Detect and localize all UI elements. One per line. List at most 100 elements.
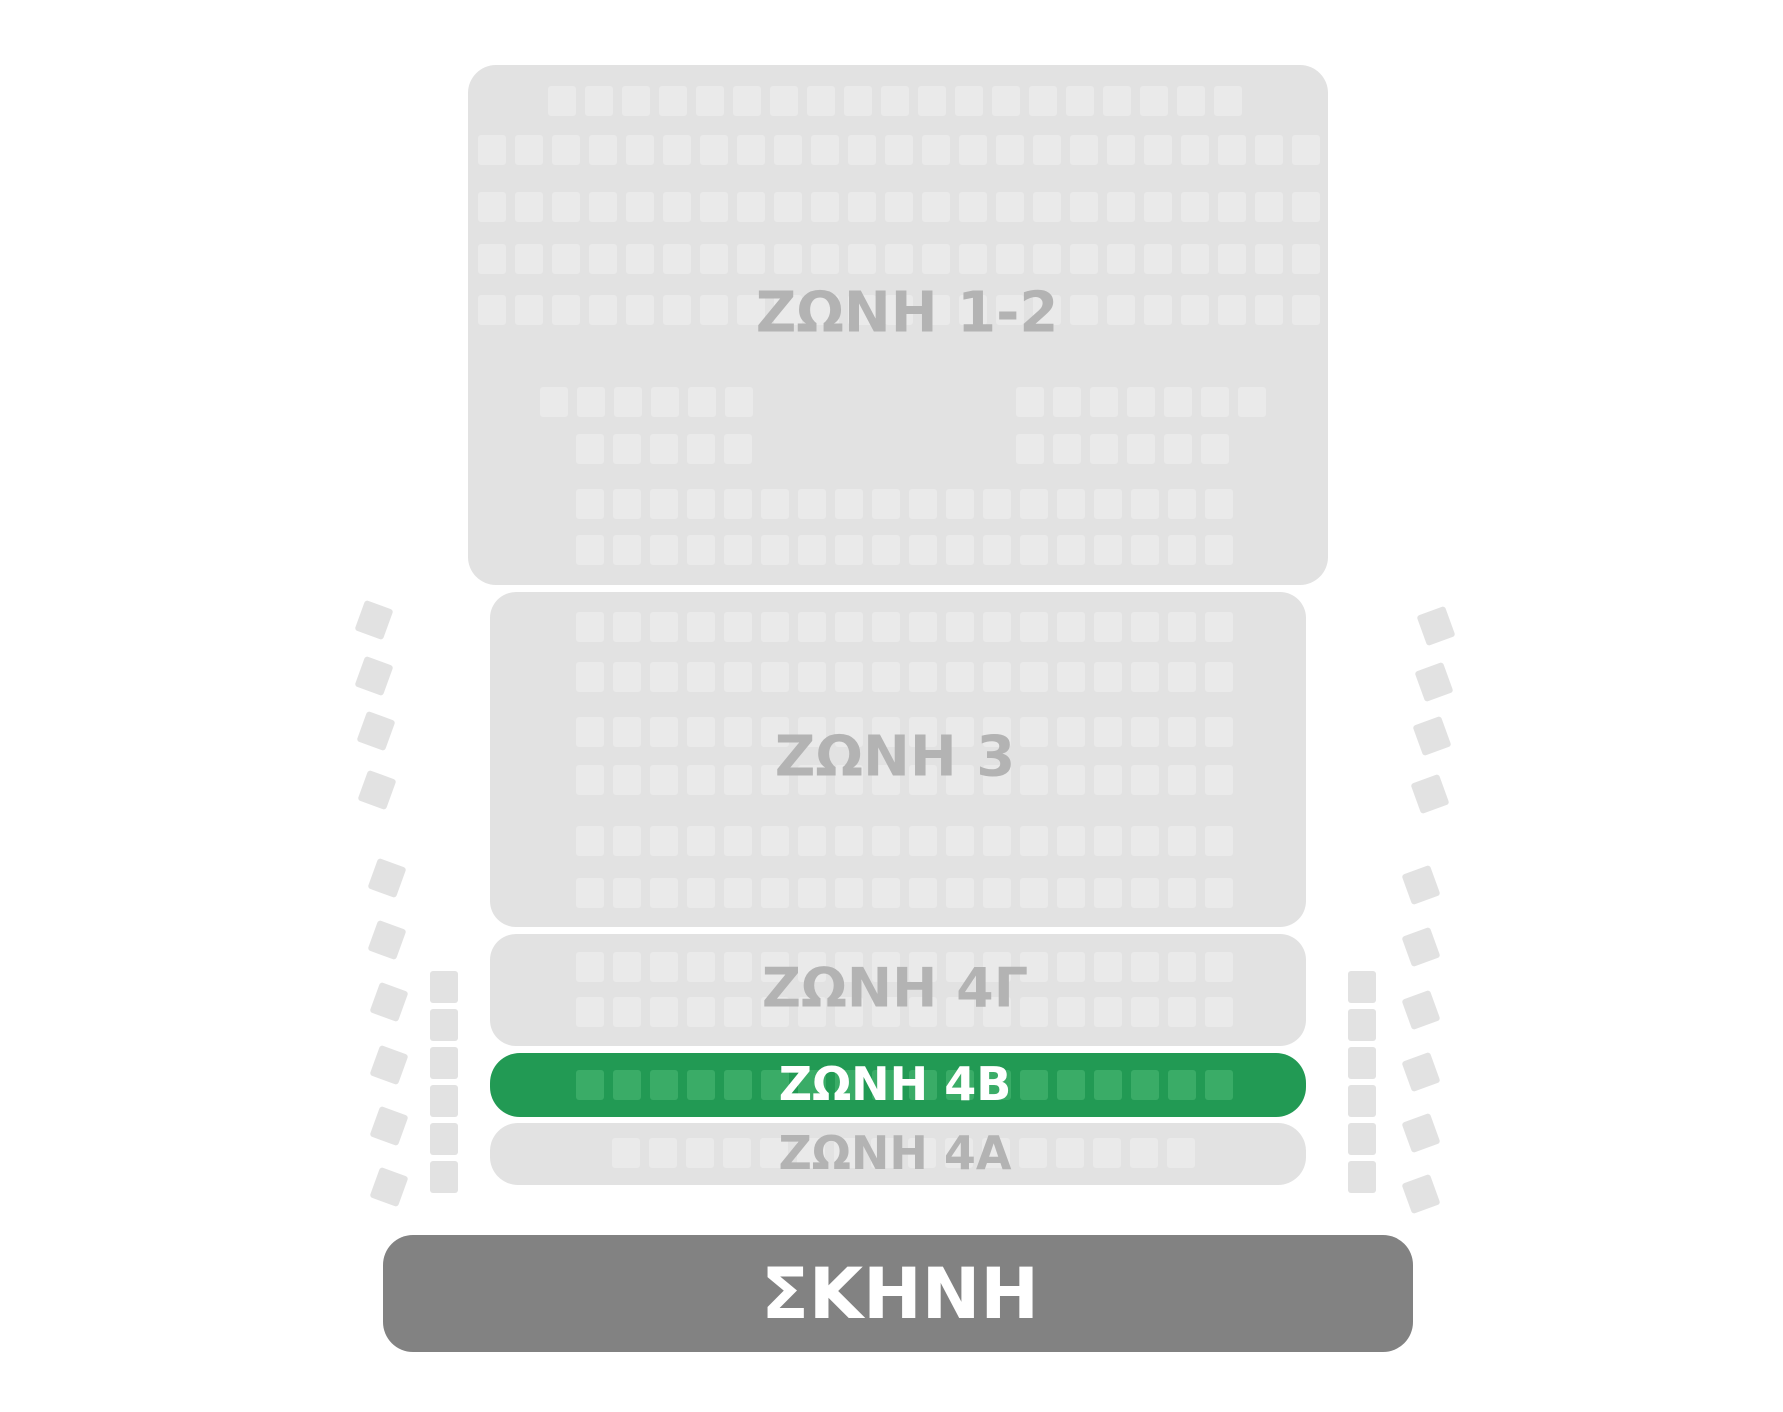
seat xyxy=(909,662,937,692)
seat xyxy=(355,656,393,696)
seat xyxy=(724,765,752,795)
seat xyxy=(761,1070,789,1100)
seat xyxy=(724,997,752,1027)
zone-3[interactable]: ΖΩΝΗ 3 xyxy=(490,592,1306,927)
seat xyxy=(983,952,1011,982)
zone-4b-seats xyxy=(576,1070,1233,1100)
seat xyxy=(955,86,983,116)
seat xyxy=(835,878,863,908)
seat xyxy=(1127,387,1155,417)
seat xyxy=(1218,135,1246,165)
seat xyxy=(770,86,798,116)
seat xyxy=(650,535,678,565)
seat xyxy=(515,244,543,274)
seat xyxy=(552,295,580,325)
seat xyxy=(737,295,765,325)
seat xyxy=(918,86,946,116)
seat xyxy=(946,952,974,982)
seat xyxy=(614,387,642,417)
seat xyxy=(626,295,654,325)
seat xyxy=(1131,826,1159,856)
seat xyxy=(430,1009,458,1041)
seat xyxy=(612,1138,640,1168)
seat xyxy=(1131,612,1159,642)
seat xyxy=(1131,997,1159,1027)
seat xyxy=(872,717,900,747)
seat xyxy=(1094,952,1122,982)
seat xyxy=(687,826,715,856)
seat xyxy=(478,295,506,325)
seat xyxy=(835,1070,863,1100)
seat xyxy=(1164,434,1192,464)
seat xyxy=(811,244,839,274)
seat xyxy=(663,295,691,325)
seat xyxy=(983,612,1011,642)
seat xyxy=(724,434,752,464)
seat xyxy=(983,662,1011,692)
seat xyxy=(1201,387,1229,417)
seat xyxy=(540,387,568,417)
seat xyxy=(983,826,1011,856)
zone-3-label: ΖΩΝΗ 3 xyxy=(775,725,1015,790)
seat xyxy=(552,192,580,222)
seat xyxy=(1016,387,1044,417)
seat xyxy=(696,86,724,116)
seat xyxy=(798,489,826,519)
seat xyxy=(613,717,641,747)
seat xyxy=(1144,135,1172,165)
zone-1-2[interactable]: ΖΩΝΗ 1-2 xyxy=(468,65,1328,585)
seat xyxy=(687,489,715,519)
seat xyxy=(992,86,1020,116)
zone-4g[interactable]: ΖΩΝΗ 4Γ xyxy=(490,934,1306,1046)
seat xyxy=(922,295,950,325)
zone-4g-seats xyxy=(576,952,1233,1027)
seat xyxy=(922,192,950,222)
seat xyxy=(798,878,826,908)
seat xyxy=(872,535,900,565)
seat xyxy=(1057,765,1085,795)
stage-area xyxy=(383,1235,1413,1352)
seat xyxy=(798,717,826,747)
seat xyxy=(576,878,604,908)
seat xyxy=(659,86,687,116)
seat xyxy=(737,192,765,222)
seat xyxy=(1348,1123,1376,1155)
seat xyxy=(576,612,604,642)
seat xyxy=(687,878,715,908)
seat xyxy=(1181,244,1209,274)
seat xyxy=(1140,86,1168,116)
seat xyxy=(1205,717,1233,747)
seat xyxy=(848,192,876,222)
seat xyxy=(1205,878,1233,908)
seat xyxy=(1168,717,1196,747)
zone-4a[interactable]: ΖΩΝΗ 4Α xyxy=(490,1123,1306,1185)
zone-4b-label: ΖΩΝΗ 4Β xyxy=(779,1057,1012,1111)
seat xyxy=(430,971,458,1003)
seat xyxy=(724,717,752,747)
seat xyxy=(1168,535,1196,565)
seat xyxy=(872,997,900,1027)
seat xyxy=(1094,612,1122,642)
seat xyxy=(478,135,506,165)
seat xyxy=(1094,1070,1122,1100)
seat xyxy=(946,765,974,795)
seat xyxy=(872,878,900,908)
seat xyxy=(687,662,715,692)
seat xyxy=(996,295,1024,325)
seat xyxy=(1016,434,1044,464)
seat xyxy=(700,135,728,165)
seat xyxy=(761,535,789,565)
zone-3-seats xyxy=(576,612,1233,908)
zone-4b[interactable]: ΖΩΝΗ 4Β xyxy=(490,1053,1306,1117)
seat xyxy=(1205,952,1233,982)
seat xyxy=(1020,662,1048,692)
seat xyxy=(1292,192,1320,222)
seat xyxy=(761,878,789,908)
seat xyxy=(848,135,876,165)
seat xyxy=(430,1085,458,1117)
seat xyxy=(945,1138,973,1168)
seat xyxy=(688,387,716,417)
seat xyxy=(1093,1138,1121,1168)
seat xyxy=(1348,1161,1376,1193)
seat xyxy=(1402,927,1440,967)
